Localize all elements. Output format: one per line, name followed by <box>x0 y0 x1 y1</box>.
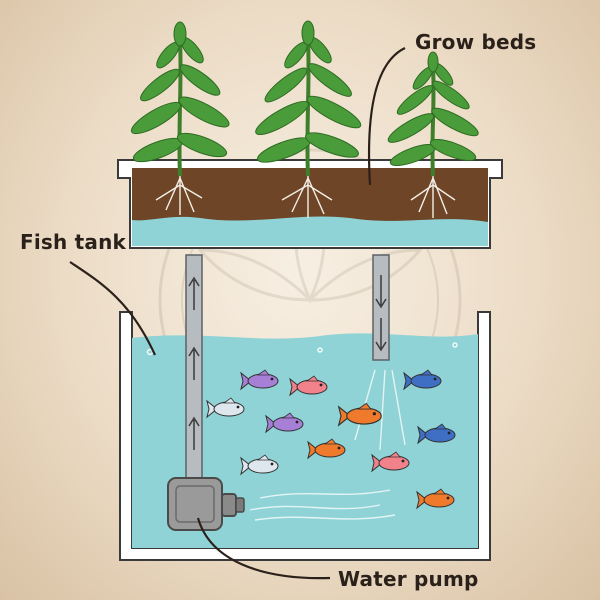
grow-bed-water <box>132 215 488 246</box>
return-pipe <box>372 254 390 361</box>
grow-bed-soil <box>132 168 488 222</box>
plant-stem <box>305 39 311 177</box>
plant <box>130 21 230 215</box>
plant-roots <box>155 175 203 215</box>
label-grow-beds: Grow beds <box>415 30 537 54</box>
plant <box>255 20 362 218</box>
label-fish-tank: Fish tank <box>20 230 127 254</box>
fish-group <box>206 369 456 510</box>
plant-stem <box>430 67 436 177</box>
fish-orange <box>416 488 455 510</box>
fish-tank-arrow <box>69 261 157 356</box>
supply-pipe <box>185 254 203 486</box>
label-water-pump: Water pump <box>338 567 479 591</box>
plant-roots <box>410 175 456 218</box>
fish-purple <box>265 412 304 434</box>
plant-leaves <box>255 20 362 163</box>
fish-orange <box>307 438 346 460</box>
grow-bed <box>117 159 503 249</box>
fish-pink <box>371 451 410 473</box>
water-flow-lines <box>249 369 406 521</box>
fish-blue <box>417 423 456 445</box>
plant-leaves <box>130 21 230 163</box>
plant-leaves <box>387 51 479 167</box>
fish-pink <box>289 375 328 397</box>
water-pump-arrow <box>196 517 331 580</box>
grow-beds-arrow <box>367 47 406 186</box>
fish-white <box>240 454 279 476</box>
plant-roots <box>281 175 333 218</box>
fish-purple <box>240 369 279 391</box>
fish-orange <box>337 402 382 427</box>
water-pump <box>167 477 245 531</box>
fish-white <box>206 397 245 419</box>
plant <box>387 51 479 218</box>
fish-blue <box>403 369 442 391</box>
